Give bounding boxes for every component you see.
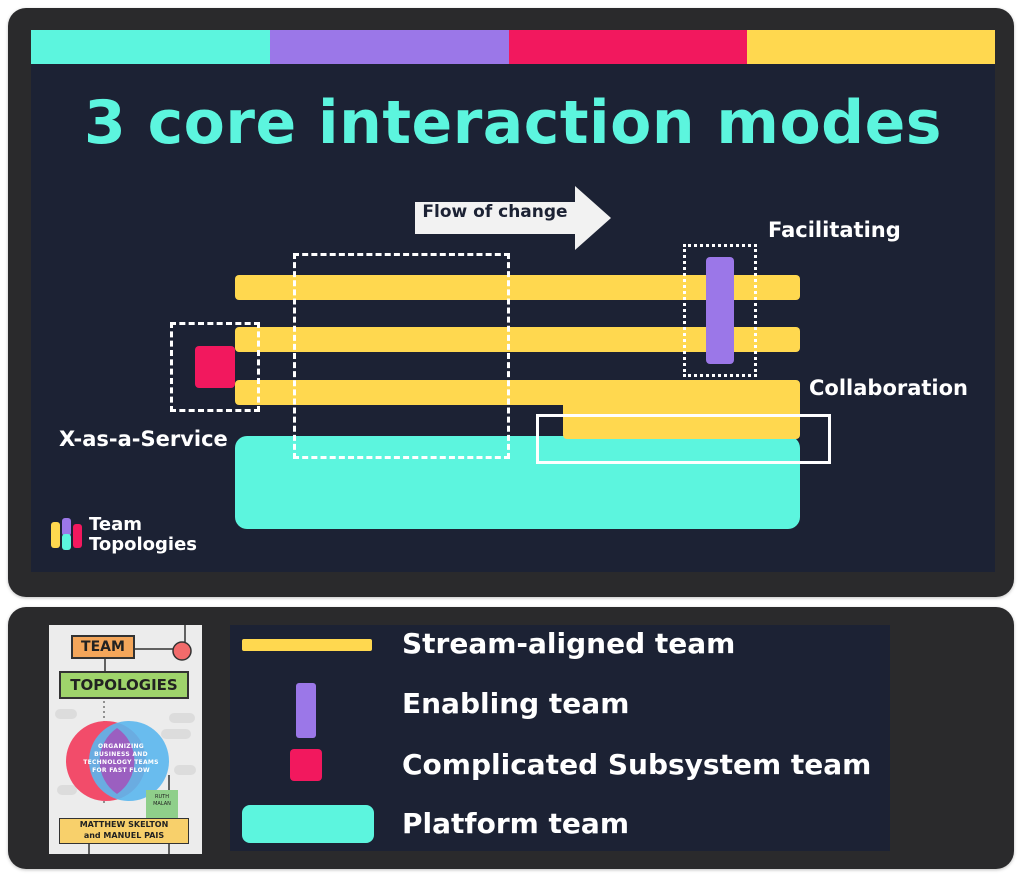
complicated-subsystem-swatch-icon [290, 749, 322, 781]
book-title-topologies: TOPOLOGIES [59, 671, 189, 699]
flow-of-change-label: Flow of change [422, 202, 568, 222]
legend-label-enabling: Enabling team [402, 687, 630, 720]
book-title-team: TEAM [71, 635, 135, 659]
legend-panel: TEAM TOPOLOGIES ORGANIZING BUSINESS AND … [8, 607, 1014, 869]
stream-aligned-swatch-icon [242, 639, 372, 651]
team-topologies-logo-icon [51, 518, 82, 550]
book-author-1: MATTHEW SKELTON [79, 820, 169, 829]
legend-label-stream-aligned: Stream-aligned team [402, 627, 736, 660]
legend-item-enabling: Enabling team [230, 683, 890, 738]
slide: 3 core interaction modes Flow of change … [31, 30, 995, 572]
stripe-pink [509, 30, 747, 64]
book-cover: TEAM TOPOLOGIES ORGANIZING BUSINESS AND … [49, 625, 202, 854]
platform-swatch-icon [242, 805, 374, 843]
book-subtitle: ORGANIZING BUSINESS AND TECHNOLOGY TEAMS… [83, 743, 159, 774]
slide-title: 3 core interaction modes [83, 88, 943, 158]
legend: Stream-aligned team Enabling team Compli… [230, 625, 890, 851]
platform-dashed-box [293, 253, 510, 459]
book-cover-art [49, 625, 202, 854]
legend-item-stream-aligned: Stream-aligned team [230, 625, 890, 675]
logo-text: Team Topologies [89, 515, 197, 555]
book-author-2: and MANUEL PAIS [83, 831, 165, 840]
xaas-dashed-box [170, 322, 260, 412]
enabling-team-block [706, 257, 734, 364]
stripe-yellow [747, 30, 995, 64]
enabling-swatch-icon [296, 683, 316, 738]
flow-arrow-icon [415, 186, 611, 250]
logo-line-1: Team [89, 514, 142, 535]
facilitating-dotted-box [683, 244, 757, 377]
stream-aligned-lane-2 [235, 327, 800, 352]
stripe-purple [270, 30, 509, 64]
slide-panel: 3 core interaction modes Flow of change … [8, 8, 1014, 597]
facilitating-label: Facilitating [768, 218, 901, 242]
collaboration-label: Collaboration [809, 376, 969, 400]
platform-team-block [235, 436, 800, 529]
logo-line-2: Topologies [89, 534, 198, 555]
complicated-subsystem-block [195, 346, 235, 388]
collaboration-box [536, 414, 831, 464]
xaas-label: X-as-a-Service [59, 427, 228, 451]
legend-item-complicated-subsystem: Complicated Subsystem team [230, 746, 890, 796]
book-foreword-author: RUTH MALAN [146, 790, 178, 818]
legend-label-platform: Platform team [402, 807, 629, 840]
stripe-cyan [31, 30, 270, 64]
legend-label-complicated-subsystem: Complicated Subsystem team [402, 748, 872, 781]
legend-item-platform: Platform team [230, 805, 890, 855]
stream-aligned-lane-1 [235, 275, 800, 300]
book-authors: MATTHEW SKELTON and MANUEL PAIS [59, 818, 189, 844]
